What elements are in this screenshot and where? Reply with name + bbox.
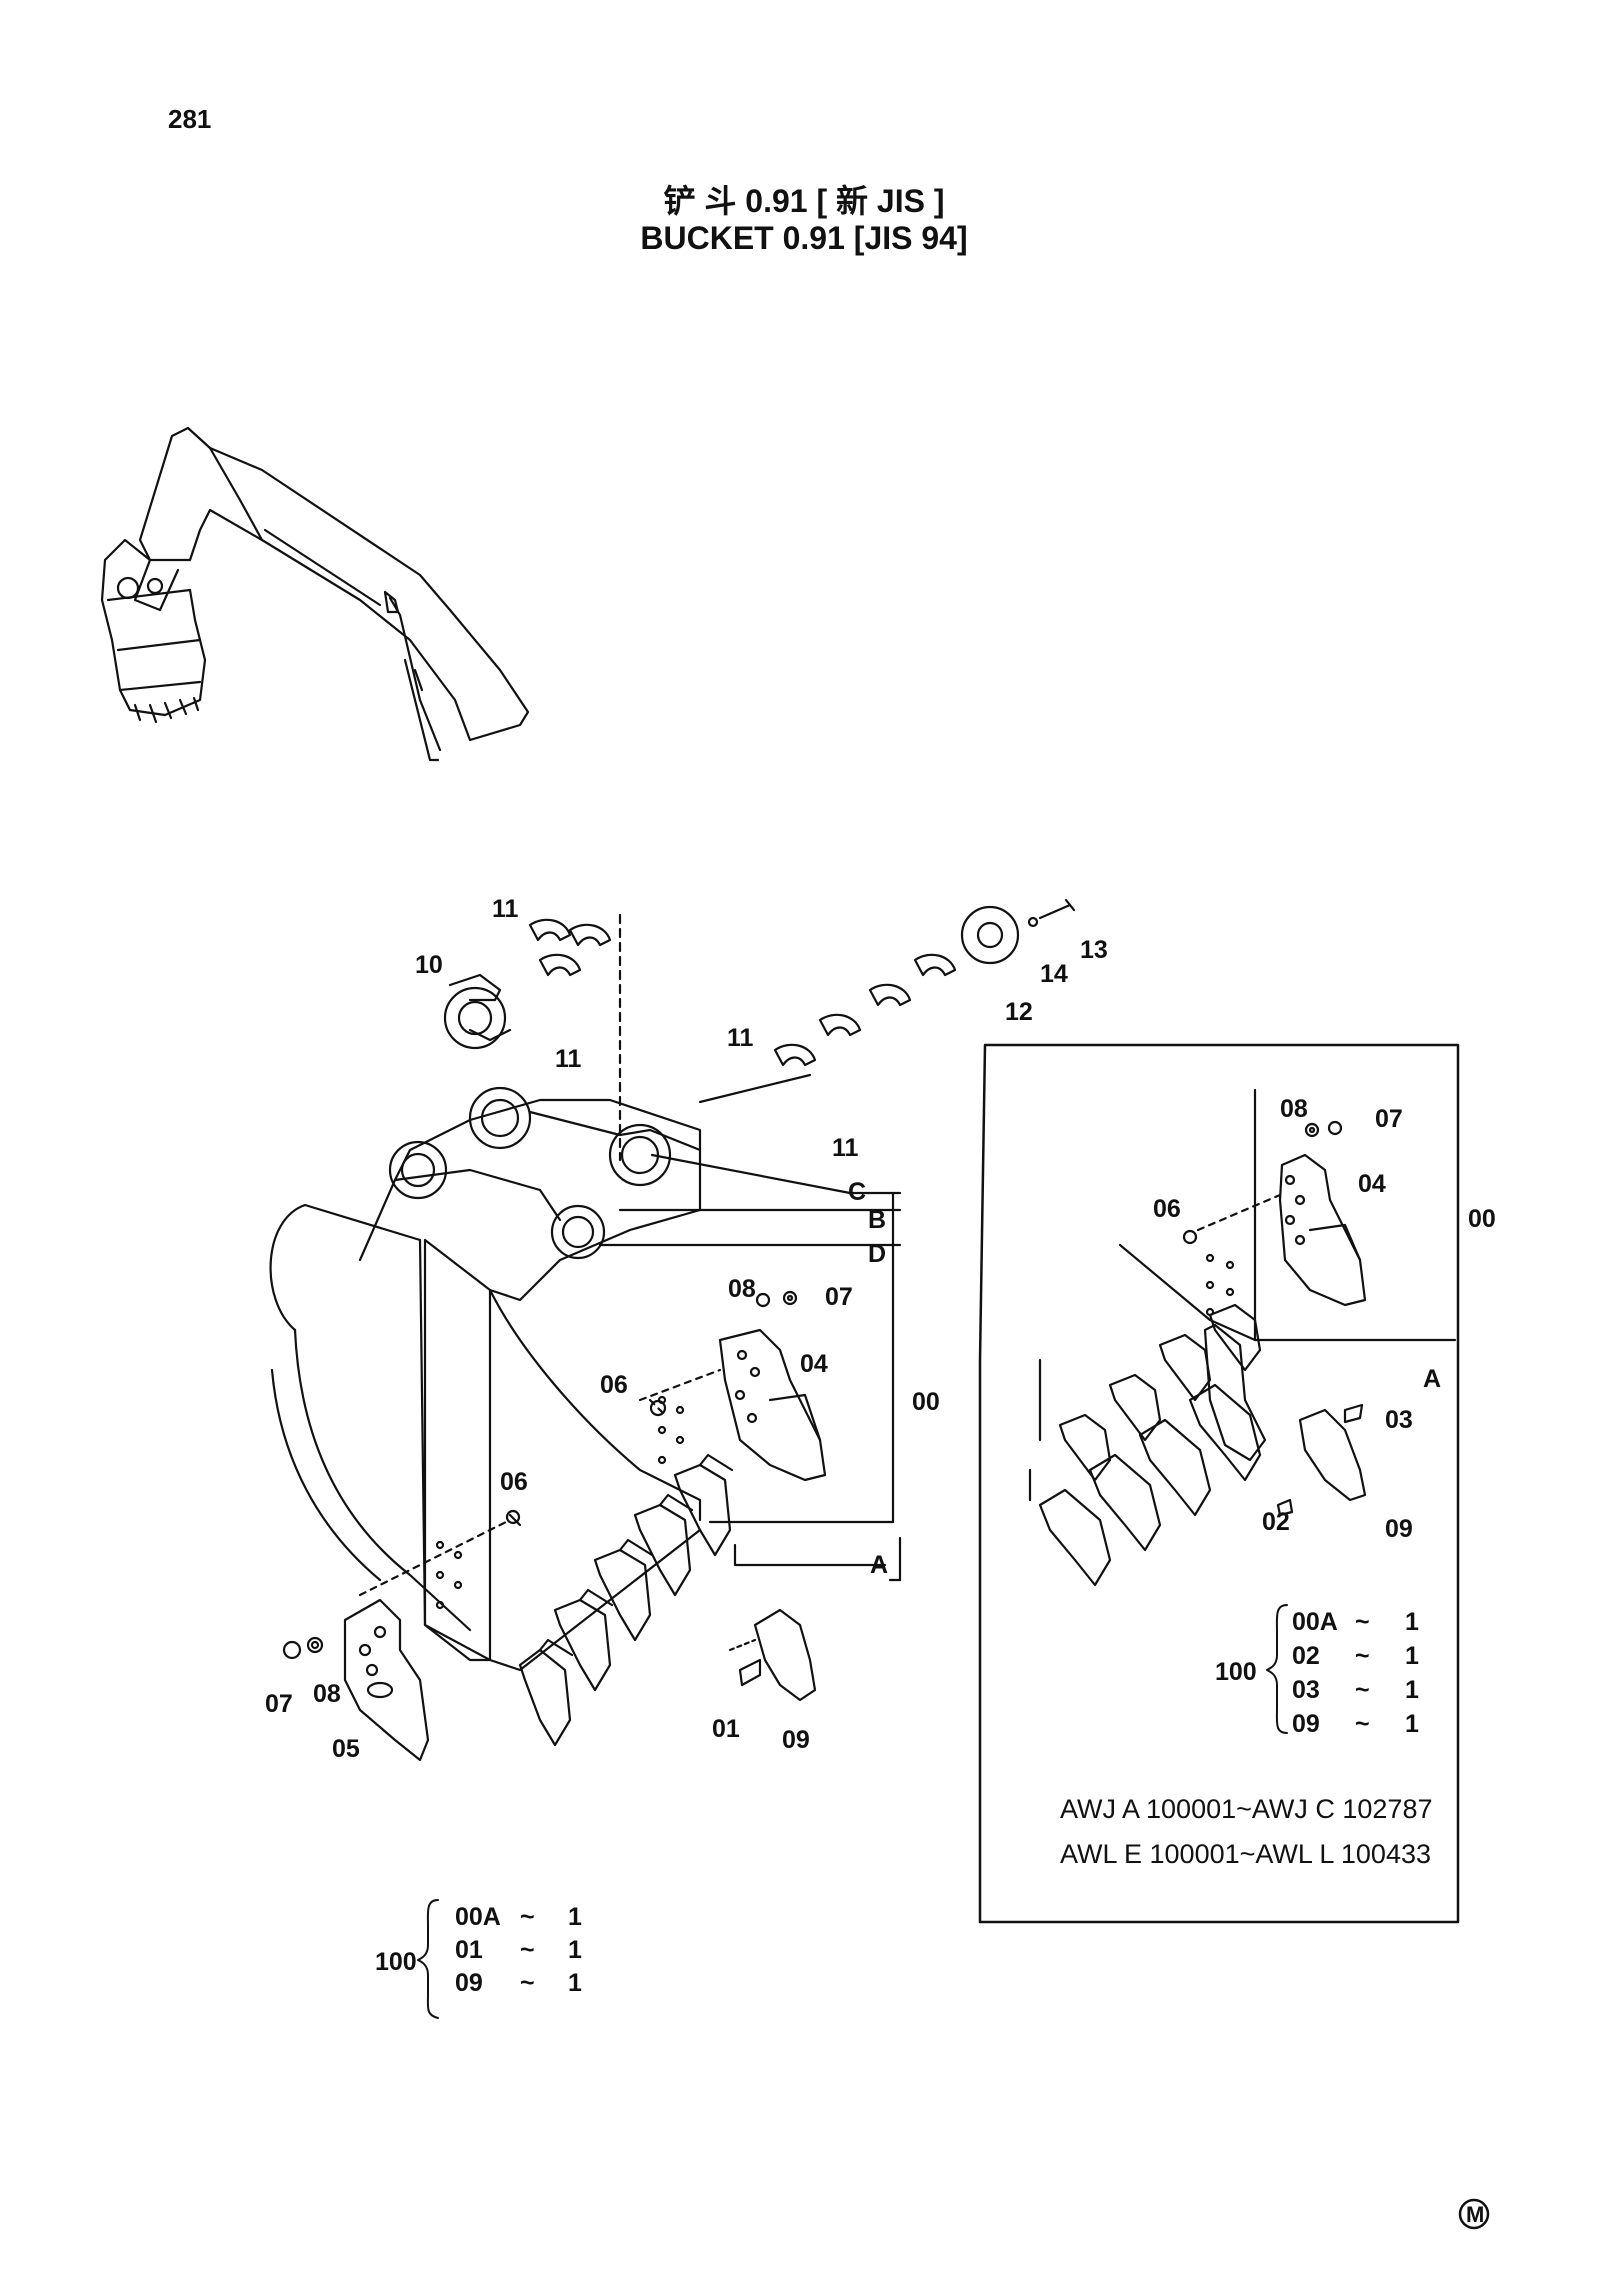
main-kit-brace <box>417 1899 439 2019</box>
callout-05: 05 <box>332 1735 360 1763</box>
inset-frame <box>978 1043 1460 1924</box>
inset-callout-07: 07 <box>1375 1105 1403 1133</box>
excavator-arm-illustration <box>100 426 530 762</box>
inset-kit-row-qty: 1 <box>1405 1676 1419 1704</box>
inset-kit-row-qty: 1 <box>1405 1608 1419 1636</box>
inset-callout-A: A <box>1423 1365 1441 1393</box>
side-cutter-part-05 <box>343 1598 430 1762</box>
bucket-body <box>269 1086 702 1672</box>
callout-10: 10 <box>415 951 443 979</box>
callout-08: 08 <box>728 1275 756 1303</box>
inset-callout-02: 02 <box>1262 1508 1290 1536</box>
corner-mark-circle: M <box>1458 2198 1490 2230</box>
inset-callout-03: 03 <box>1385 1406 1413 1434</box>
bucket-teeth-row <box>518 1453 734 1747</box>
callout-07-left: 07 <box>265 1690 293 1718</box>
callout-00: 00 <box>912 1388 940 1416</box>
callout-06-lower: 06 <box>500 1468 528 1496</box>
inset-kit-row-sep: ~ <box>1355 1676 1370 1704</box>
callout-04: 04 <box>800 1350 828 1378</box>
main-kit-row-part: 01 <box>455 1936 483 1964</box>
main-kit-row-sep: ~ <box>520 1903 535 1931</box>
callout-D: D <box>868 1240 886 1268</box>
inset-callout-09: 09 <box>1385 1515 1413 1543</box>
inset-teeth-detail <box>1028 1088 1457 1587</box>
inset-kit-number: 100 <box>1215 1658 1257 1686</box>
main-kit-row-part: 09 <box>455 1969 483 1997</box>
main-kit-row-sep: ~ <box>520 1936 535 1964</box>
callout-01: 01 <box>712 1715 740 1743</box>
inset-callout-08: 08 <box>1280 1095 1308 1123</box>
inset-kit-row-qty: 1 <box>1405 1710 1419 1738</box>
callout-06-upper: 06 <box>600 1371 628 1399</box>
inset-callout-00: 00 <box>1468 1205 1496 1233</box>
inset-kit-row-part: 00A <box>1292 1608 1338 1636</box>
exploded-pin-parts <box>443 898 1076 1162</box>
callout-B: B <box>868 1206 886 1234</box>
inset-kit-row-sep: ~ <box>1355 1608 1370 1636</box>
main-kit-row-qty: 1 <box>568 1903 582 1931</box>
callout-09: 09 <box>782 1726 810 1754</box>
adapter-part-04 <box>282 1290 827 1702</box>
main-kit-row-qty: 1 <box>568 1969 582 1997</box>
reference-lines <box>598 1073 902 1582</box>
inset-kit-row-part: 09 <box>1292 1710 1320 1738</box>
inset-kit-row-qty: 1 <box>1405 1642 1419 1670</box>
title-english: BUCKET 0.91 [JIS 94] <box>640 220 968 256</box>
inset-callout-04: 04 <box>1358 1170 1386 1198</box>
callout-13: 13 <box>1080 936 1108 964</box>
callout-11-top: 11 <box>492 895 519 923</box>
inset-kit-row-sep: ~ <box>1355 1710 1370 1738</box>
inset-kit-table: 100 00A ~ 1 02 ~ 1 03 ~ 1 09 ~ 1 <box>1215 1608 1419 1738</box>
inset-callout-06: 06 <box>1153 1195 1181 1223</box>
serial-range-2: AWL E 100001~AWL L 100433 <box>1060 1839 1431 1869</box>
main-kit-row-part: 00A <box>455 1903 501 1931</box>
inset-kit-row-part: 03 <box>1292 1676 1320 1704</box>
main-kit-table: 100 00A ~ 1 01 ~ 1 09 ~ 1 <box>375 1903 582 1997</box>
callout-07: 07 <box>825 1283 853 1311</box>
page-number: 281 <box>168 104 212 134</box>
serial-range-1: AWJ A 100001~AWJ C 102787 <box>1060 1794 1432 1824</box>
callout-14: 14 <box>1040 960 1068 988</box>
callout-A: A <box>870 1551 888 1579</box>
inset-kit-row-part: 02 <box>1292 1642 1320 1670</box>
callout-11-mid: 11 <box>727 1024 754 1052</box>
callout-12: 12 <box>1005 998 1033 1026</box>
corner-mark-letter: M <box>1466 2202 1484 2227</box>
title-chinese: 铲 斗 0.91 [ 新 JIS ] <box>663 183 945 219</box>
inset-kit-brace <box>1266 1604 1288 1734</box>
inset-kit-row-sep: ~ <box>1355 1642 1370 1670</box>
main-kit-row-qty: 1 <box>568 1936 582 1964</box>
main-kit-row-sep: ~ <box>520 1969 535 1997</box>
main-kit-number: 100 <box>375 1948 417 1976</box>
callout-11-left: 11 <box>555 1045 582 1073</box>
callout-C: C <box>848 1178 866 1206</box>
callout-11-bottom: 11 <box>832 1134 859 1162</box>
callout-08-left: 08 <box>313 1680 341 1708</box>
